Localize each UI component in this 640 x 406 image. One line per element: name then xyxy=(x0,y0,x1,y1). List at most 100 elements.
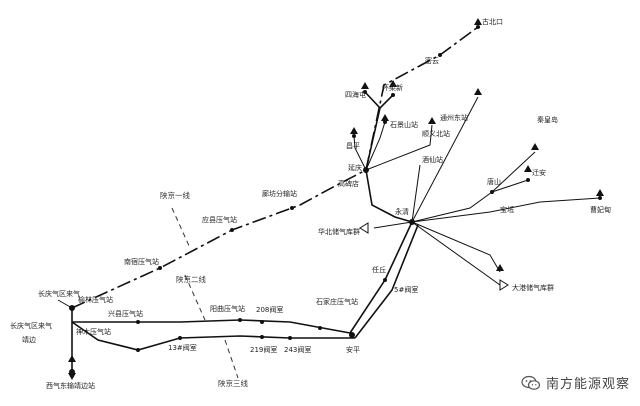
label-nanqing: 南宿压气站 xyxy=(124,257,159,266)
node-243 xyxy=(288,336,292,340)
label-qian: 迁安 xyxy=(532,168,546,177)
label-qinhuangdao: 秦皇岛 xyxy=(537,115,558,124)
label-miyun: 密云 xyxy=(425,56,439,65)
label-dagang-storage: 大港储气库群 xyxy=(512,283,554,292)
label-xingxian: 兴县压气站 xyxy=(108,309,143,318)
label-gaobeidian: 高碑店 xyxy=(338,179,359,188)
label-valve-5: 5#阀室 xyxy=(394,285,418,294)
pipeline-spoke-jiuzhi xyxy=(411,96,479,223)
node-yulin xyxy=(69,305,75,311)
label-caofeidian: 曹妃甸 xyxy=(590,205,611,214)
node-caofeidian xyxy=(598,196,602,200)
label-jiuzhi: 酒仙站 xyxy=(422,155,443,164)
label-line-1: 陕京一线 xyxy=(160,190,190,200)
node-sihaotun xyxy=(363,90,367,94)
arrow-up-icon xyxy=(350,127,358,134)
label-changqing-2: 长庆气区来气 xyxy=(10,321,52,330)
pipeline-north-huairou xyxy=(379,94,394,109)
label-yangqu: 阳曲压气站 xyxy=(210,304,245,313)
label-219: 219阀室 xyxy=(250,345,277,354)
divider-line3 xyxy=(224,339,239,379)
open-arrow-right-icon xyxy=(499,279,509,291)
node-shenmu xyxy=(136,348,140,352)
node-north-hub xyxy=(363,167,369,173)
label-sihaotun: 四海屯 xyxy=(345,90,366,99)
pipeline-spoke-tangshan xyxy=(411,151,536,223)
label-changping: 昌平 xyxy=(346,142,360,150)
label-shenmu: 神木压气站 xyxy=(76,327,111,336)
arrow-up-icon xyxy=(496,264,504,271)
node-yongqing-hub xyxy=(409,219,415,225)
arrow-up-icon xyxy=(524,165,532,172)
label-jingbian: 靖边 xyxy=(22,335,36,344)
node-yingxian xyxy=(230,228,234,232)
arrow-up-icon xyxy=(428,117,436,124)
label-243: 243阀室 xyxy=(284,345,311,354)
node-qian xyxy=(526,178,530,182)
node-langfang xyxy=(290,206,294,210)
label-yongqing: 永清 xyxy=(395,207,409,216)
node-gubeikou xyxy=(476,25,480,29)
divider-line1 xyxy=(171,207,191,249)
label-shimenshan: 石景山站 xyxy=(390,120,418,129)
arrow-up-icon xyxy=(361,82,369,89)
pipeline-spoke-dagang xyxy=(411,221,501,286)
node-xingxian xyxy=(136,320,140,324)
node-miyun xyxy=(438,53,442,57)
pipeline-changping xyxy=(353,135,367,171)
pipeline-shaanjing-2 xyxy=(72,319,351,334)
label-xiqi: 西气东输靖边站 xyxy=(46,381,95,390)
label-shijiazhuang: 石家庄压气站 xyxy=(316,297,358,306)
node-13 xyxy=(178,336,182,340)
label-line-2: 陕京二线 xyxy=(176,274,206,284)
pipeline-spoke-shunyi xyxy=(411,164,421,223)
node-219 xyxy=(260,335,264,339)
arrow-up-icon xyxy=(474,18,482,25)
label-line-3: 陕京三线 xyxy=(218,378,248,388)
label-tangshan: 唐山 xyxy=(487,177,501,186)
arrow-up-icon xyxy=(389,80,397,87)
pipelines xyxy=(57,26,601,372)
node-208 xyxy=(260,320,264,324)
label-changqing-1: 长庆气区来气 xyxy=(38,289,80,298)
pipeline-spoke-west xyxy=(373,221,413,229)
pipeline-shimenshan xyxy=(365,121,386,171)
labels: 古北口 密云 怀柔新 四海屯 石景山站 通州东站 顺义北站 酒仙站 昌平 延庆 … xyxy=(10,17,611,390)
label-langfang: 廊坊分输站 xyxy=(262,189,297,198)
arrow-down-icon xyxy=(68,373,76,380)
pipeline-south-renqiu-b xyxy=(354,224,419,339)
node-tangshan xyxy=(490,190,494,194)
node-changping xyxy=(352,134,356,138)
label-tongzhou: 通州东站 xyxy=(440,113,468,122)
arrow-markers xyxy=(68,18,604,380)
label-huabei-storage: 华北储气库群 xyxy=(318,227,360,236)
label-yanqing: 延庆 xyxy=(348,163,362,172)
pipeline-tongzhou xyxy=(365,124,433,171)
label-yingxian: 应县压气站 xyxy=(202,215,237,224)
label-yulin: 榆林压气站 xyxy=(78,295,113,304)
label-gubeikou: 古北口 xyxy=(482,17,503,26)
pipeline-spoke-qian xyxy=(491,179,529,193)
label-renqiu: 任丘 xyxy=(372,265,386,274)
label-huairou: 怀柔新 xyxy=(382,83,403,92)
pipeline-south-renqiu-a xyxy=(349,221,413,334)
label-13: 13#阀室 xyxy=(168,343,197,352)
label-shunyi: 顺义北站 xyxy=(422,129,450,138)
node-nanqing xyxy=(158,266,162,270)
label-baodi: 宝坻 xyxy=(500,205,514,214)
open-arrow-left-icon xyxy=(359,222,369,234)
node-anping xyxy=(349,332,355,338)
arrow-up-icon xyxy=(474,88,482,95)
arrow-up-icon xyxy=(381,114,389,121)
station-nodes xyxy=(69,25,602,375)
node-renqiu xyxy=(383,278,387,282)
node-yangqu xyxy=(238,318,242,322)
pipeline-spoke-huabei xyxy=(411,221,501,273)
section-dividers xyxy=(171,207,239,379)
pipeline-trunk-north-hub xyxy=(365,169,413,223)
arrow-up-icon xyxy=(68,355,76,362)
label-208: 208阀室 xyxy=(256,305,283,314)
pipeline-spoke-caofeidian xyxy=(411,197,601,223)
node-shijiazhuang xyxy=(318,326,322,330)
